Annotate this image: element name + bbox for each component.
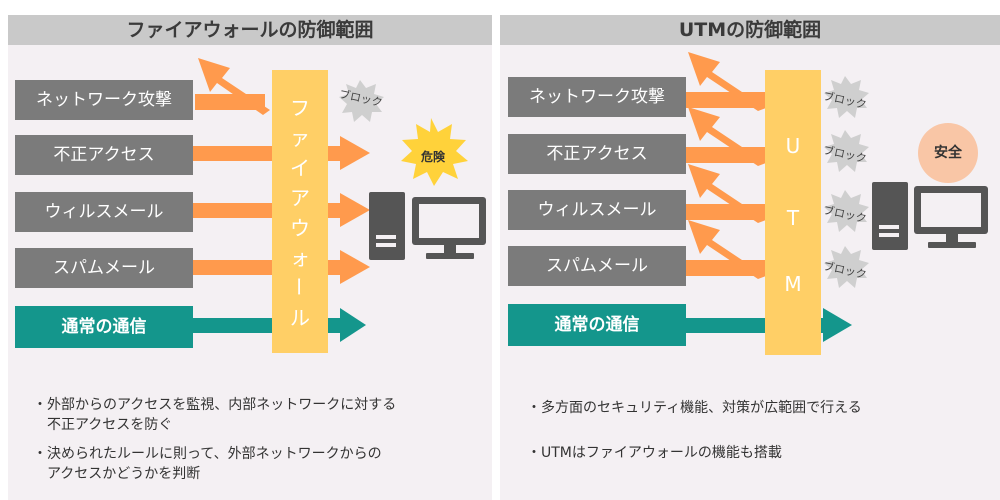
barrier-char: U: [785, 134, 801, 158]
right-note-1: ・多方面のセキュリティ機能、対策が広範囲で行える: [527, 400, 862, 416]
block-burst-icon: [824, 76, 869, 118]
right-note-2: ・UTMはファイアウォールの機能も搭載: [527, 445, 782, 461]
right-computer-icon: [872, 182, 988, 250]
barrier-char: ウ: [290, 216, 310, 240]
barrier-char: ォ: [290, 246, 310, 270]
left-label-virus-mail: ウィルスメール: [15, 192, 193, 232]
left-note-1: ・外部からのアクセスを監視、内部ネットワークに対する 不正アクセスを防ぐ: [33, 395, 396, 435]
note-line: アクセスかどうかを判断: [33, 466, 201, 482]
right-label-unauthorized-access: 不正アクセス: [508, 134, 686, 174]
right-label-virus-mail: ウィルスメール: [508, 190, 686, 230]
arrow-head: [340, 136, 370, 170]
left-label-spam-mail: スパムメール: [15, 248, 193, 288]
left-computer-icon: [369, 192, 486, 260]
barrier-char: ァ: [290, 126, 310, 150]
block-burst-icon: [824, 130, 869, 172]
right-label-spam-mail: スパムメール: [508, 246, 686, 286]
note-line: 不正アクセスを防ぐ: [33, 417, 173, 433]
left-reflected-arrow: [195, 58, 270, 115]
block-burst-icon: [824, 190, 869, 232]
block-burst-icon: [824, 246, 869, 288]
danger-label: 危険: [421, 150, 446, 164]
safe-circle-icon: 安全: [918, 123, 978, 183]
barrier-char: T: [786, 206, 800, 230]
left-block-burst-icon: [339, 80, 384, 122]
right-block-burst-icons: [824, 76, 869, 288]
right-label-normal-traffic: 通常の通信: [508, 304, 686, 346]
arrow-head: [340, 308, 366, 342]
note-line: ・外部からのアクセスを監視、内部ネットワークに対する: [33, 397, 397, 413]
danger-burst-icon: [401, 118, 468, 186]
note-line: ・決められたルールに則って、外部ネットワークからの: [33, 446, 382, 462]
barrier-char: イ: [290, 156, 310, 180]
left-label-network-attack: ネットワーク攻撃: [15, 80, 193, 120]
right-label-network-attack: ネットワーク攻撃: [508, 77, 686, 117]
utm-panel-title: UTMの防御範囲: [500, 15, 1000, 45]
left-label-normal-traffic: 通常の通信: [15, 306, 193, 348]
barrier-char: M: [784, 272, 802, 296]
right-reflected-arrows: [686, 52, 766, 279]
barrier-char: ル: [290, 306, 310, 330]
left-label-unauthorized-access: 不正アクセス: [15, 135, 193, 175]
left-note-2: ・決められたルールに則って、外部ネットワークからの アクセスかどうかを判断: [33, 444, 382, 484]
barrier-char: ア: [290, 186, 310, 210]
utm-barrier: U T M: [765, 70, 821, 355]
arrow-head: [340, 250, 370, 284]
firewall-panel-title: ファイアウォールの防御範囲: [8, 15, 492, 45]
barrier-char: フ: [290, 96, 310, 120]
safe-label: 安全: [934, 145, 962, 161]
arrow-head: [340, 193, 370, 227]
firewall-barrier: フ ァ イ ア ウ ォ ー ル: [272, 70, 328, 353]
